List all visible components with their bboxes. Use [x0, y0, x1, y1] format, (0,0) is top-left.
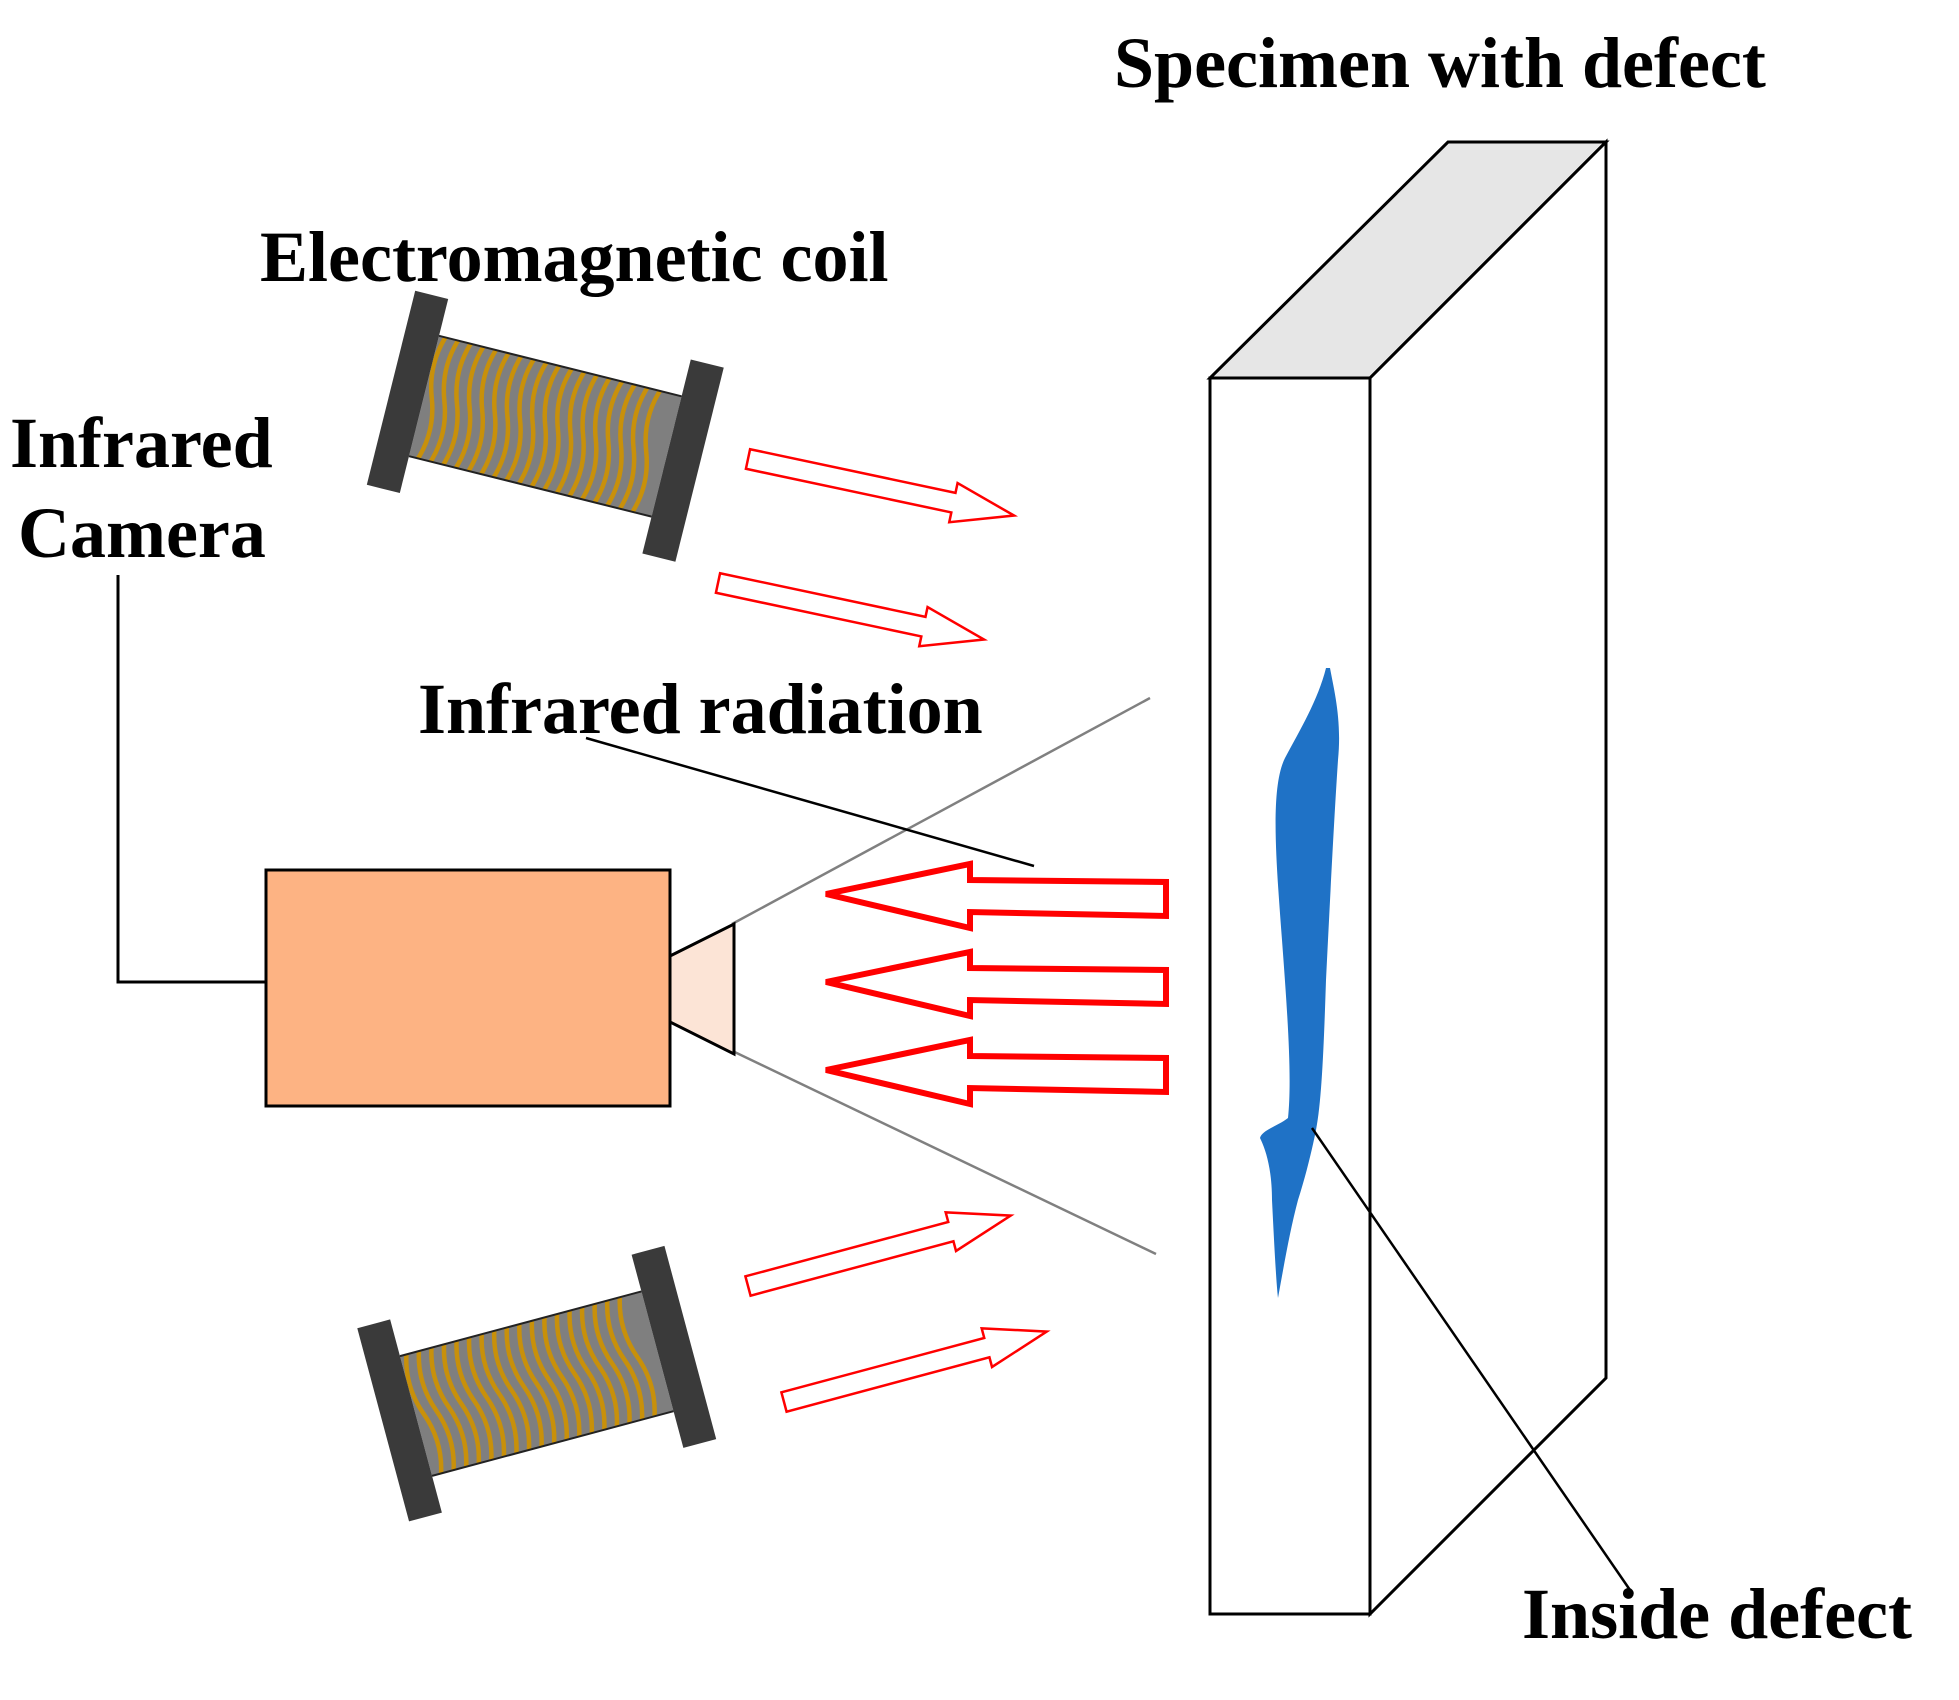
- radiation-leader-line: [585, 736, 1035, 868]
- camera-connector-line: [116, 575, 266, 984]
- specimen-block: [1206, 138, 1610, 1618]
- electromagnetic-coil-bottom: [357, 1246, 716, 1521]
- inside-defect-shape: [1260, 668, 1340, 1298]
- camera-body: [264, 868, 672, 1108]
- radiation-arrows: [825, 860, 1169, 1108]
- coil-arrow-4: [779, 1326, 1051, 1414]
- specimen-side-face: [1368, 138, 1608, 1618]
- fov-upper-line: [731, 696, 1151, 926]
- radiation-label: Infrared radiation: [418, 669, 983, 749]
- camera-lens: [668, 921, 736, 1057]
- radiation-arrow-1: [825, 860, 1169, 932]
- coil-label: Electromagnetic coil: [260, 217, 888, 297]
- camera-label-line2: Camera: [18, 493, 266, 573]
- defect-label: Inside defect: [1522, 1574, 1912, 1654]
- specimen-label: Specimen with defect: [1114, 23, 1766, 103]
- infrared-camera: [264, 868, 736, 1108]
- radiation-arrow-3: [825, 1036, 1169, 1108]
- coil-arrow-1: [744, 447, 1019, 524]
- camera-label-line1: Infrared: [10, 403, 273, 483]
- coil-arrow-2: [714, 571, 989, 648]
- fov-lower-line: [671, 1020, 1157, 1256]
- radiation-arrow-2: [825, 948, 1169, 1020]
- defect-leader-line: [1310, 1127, 1632, 1591]
- coil-arrow-3: [743, 1210, 1015, 1298]
- excitation-arrows: [714, 447, 1051, 1414]
- electromagnetic-coil-top: [367, 291, 724, 562]
